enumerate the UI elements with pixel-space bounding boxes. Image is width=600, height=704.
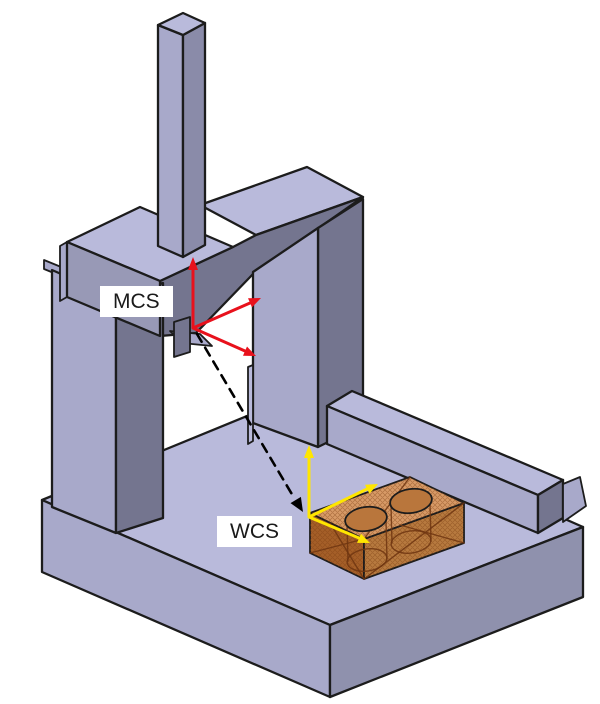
hole2-top-rim [389,487,433,515]
workpiece-block [309,476,465,580]
mcs-to-wcs-dashed-arrow [195,332,303,512]
probe-tip [173,316,191,358]
mcs-axis-lines [191,261,252,353]
dashed-arrow-head [290,496,303,512]
right-leg-inner-edge-sliver [247,364,254,445]
wcs-axis-lines [307,450,369,540]
column-right-face [181,21,207,259]
rail-end-step [562,476,587,523]
mcs-axis-triad [188,257,261,356]
wcs-x-arrowhead [365,484,378,494]
wcs-z-arrowhead [304,445,314,458]
hole1-top-rim [344,505,388,533]
column-left-face [156,23,185,259]
wcs-label: WCS [217,516,292,547]
mcs-x-arrowhead [248,298,261,308]
dashed-arrow-line [195,332,295,498]
base-front-right-face [328,525,585,699]
wcs-y-arrowhead [357,533,370,543]
wcs-axis-triad [304,445,378,543]
mcs-y-arrowhead [243,346,256,356]
column-top-face [156,11,207,37]
wcs-label-text: WCS [230,520,279,543]
mcs-label-text: MCS [113,290,160,313]
hole-wall-lines [346,503,432,562]
mcs-z-arrowhead [188,257,198,270]
mcs-label: MCS [100,286,173,317]
workpiece-tessellation-lines [309,476,465,580]
